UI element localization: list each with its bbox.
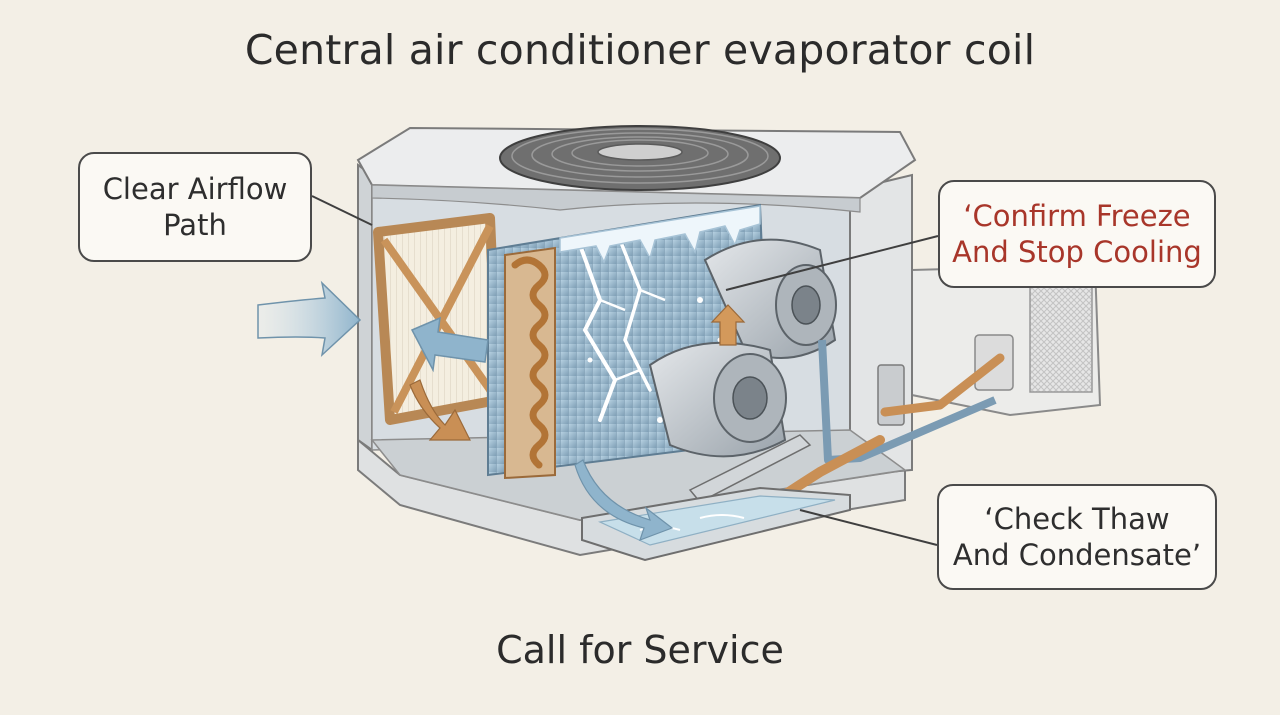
blower-assembly [648, 238, 837, 503]
top-fan-icon [499, 125, 781, 191]
callout-confirm-freeze: ‘Confirm Freeze And Stop Cooling [938, 180, 1216, 288]
callout-check-thaw: ‘Check Thaw And Condensate’ [937, 484, 1217, 590]
callout-leader-lines [311, 195, 939, 546]
callout-thaw-line1: ‘Check Thaw [984, 501, 1170, 536]
footer-call-for-service: Call for Service [496, 628, 784, 672]
callout-thaw-line2: And Condensate’ [952, 538, 1202, 572]
callout-airflow-line1: Clear Airflow [102, 171, 288, 206]
callout-freeze-line1: ‘Confirm Freeze [963, 198, 1191, 233]
callout-airflow-line2: Path [163, 208, 227, 242]
callout-freeze-line2: And Stop Cooling [952, 235, 1202, 269]
callout-clear-airflow-path: Clear Airflow Path [78, 152, 312, 262]
diagram-title: Central air conditioner evaporator coil [244, 26, 1036, 74]
airflow-arrows [257, 280, 746, 542]
